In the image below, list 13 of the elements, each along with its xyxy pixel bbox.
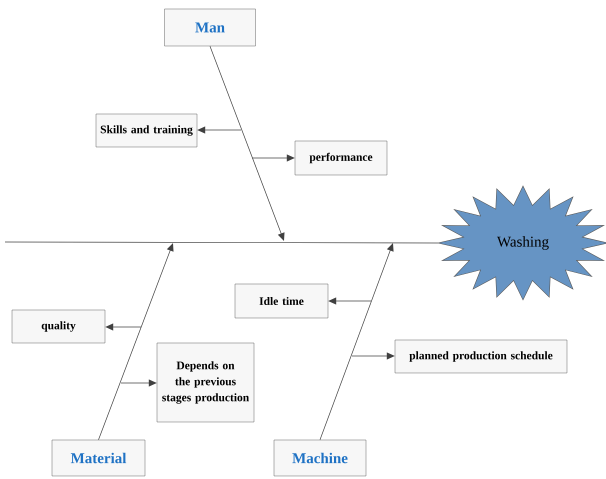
cause-box: planned production schedule — [394, 340, 568, 374]
starburst: Washing — [436, 185, 606, 301]
cause-box: performance — [294, 140, 388, 176]
cause-box: Depends on the previous stages production — [156, 342, 254, 422]
cause-box: Skills and training — [96, 114, 198, 148]
category-box: Machine — [274, 440, 366, 476]
spine-line — [4, 242, 438, 244]
bone-arrow — [210, 46, 285, 241]
category-box: Material — [52, 440, 146, 476]
cause-box: quality — [12, 310, 106, 344]
cause-box: Idle time — [234, 284, 328, 318]
bone-arrow — [320, 243, 394, 440]
category-box: Man — [164, 8, 256, 46]
